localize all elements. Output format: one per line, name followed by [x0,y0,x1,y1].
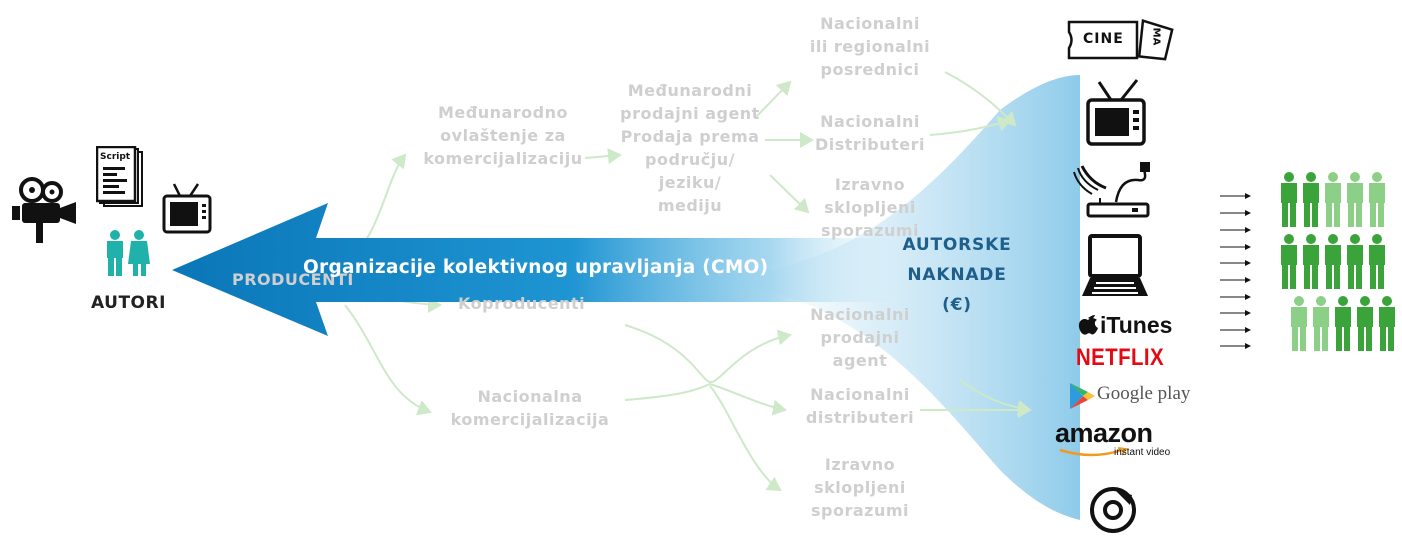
audience-person [1357,296,1373,351]
script-label: Script [100,152,131,162]
tv-channel-icon [1086,79,1146,146]
amazon-smile-icon [1059,447,1128,457]
cmo-arrow [172,203,900,336]
audience-person [1379,296,1395,351]
disc-icon [1090,487,1136,533]
royalties-label: AUTORSKE NAKNADE (€) [902,235,1012,315]
direct-agreements-bottom-label: Izravno sklopljeni sporazumi [810,455,909,520]
audience-person [1281,234,1297,289]
laptop-icon [1082,234,1148,296]
audience-person [1325,172,1341,227]
audience-person [1347,172,1363,227]
intl-sales-agent-label: Međunarodni prodajni agent Prodaja prema… [620,81,760,215]
netflix-logo: NETFLIX [1076,344,1164,371]
national-commercialization-label: Nacionalna komercijalizacija [450,387,610,429]
apple-logo-icon [1078,315,1098,335]
cinema-ticket-label: CINE [1083,31,1124,47]
audience-arrows [1220,193,1251,349]
television-icon [162,183,212,234]
cmo-arrow-label: Organizacije kolektivnog upravljanja (CM… [303,257,769,278]
audience-person [1303,172,1319,227]
audience-person [1369,172,1385,227]
script-icon [96,146,143,207]
film-camera-icon [12,177,76,243]
flow-lines [344,71,1032,492]
audience-person [1335,296,1351,351]
audience-person [1347,234,1363,289]
authors-label: AUTORI [91,293,166,313]
audience-person [1325,234,1341,289]
national-regional-intermediaries-label: Nacionalni ili regionalni posrednici [809,14,931,79]
google-play-icon [1070,383,1095,409]
coproducers-label: Koproducenti [458,294,586,313]
direct-agreements-top-label: Izravno sklopljeni sporazumi [820,175,919,240]
google-play-logo: Google play [1097,383,1191,404]
national-distributors-top-label: Nacionalni Distributeri [814,112,926,154]
cinema-ticket-stub-label: MA [1150,27,1162,46]
audience-person [1291,296,1307,351]
audience-person [1281,172,1297,227]
audience-people-icon [1281,172,1395,351]
audience-person [1369,234,1385,289]
cinema-ticket-icon [1067,18,1174,61]
intl-authorization-label: Međunarodno ovlaštenje za komercijalizac… [423,103,583,168]
satellite-box-icon [1073,162,1150,218]
national-sales-agent-label: Nacionalni prodajni agent [810,305,910,370]
producers-label: PRODUCENTI [232,270,354,289]
authors-people-icon [107,230,150,276]
itunes-logo: iTunes [1100,312,1173,338]
audience-person [1313,296,1329,351]
audience-group [1280,172,1395,362]
amazon-instant-video-label: instant video [1114,447,1171,458]
national-distributors-bottom-label: Nacionalni distributeri [805,385,915,427]
amazon-logo: amazon [1055,418,1153,448]
audience-person [1303,234,1319,289]
